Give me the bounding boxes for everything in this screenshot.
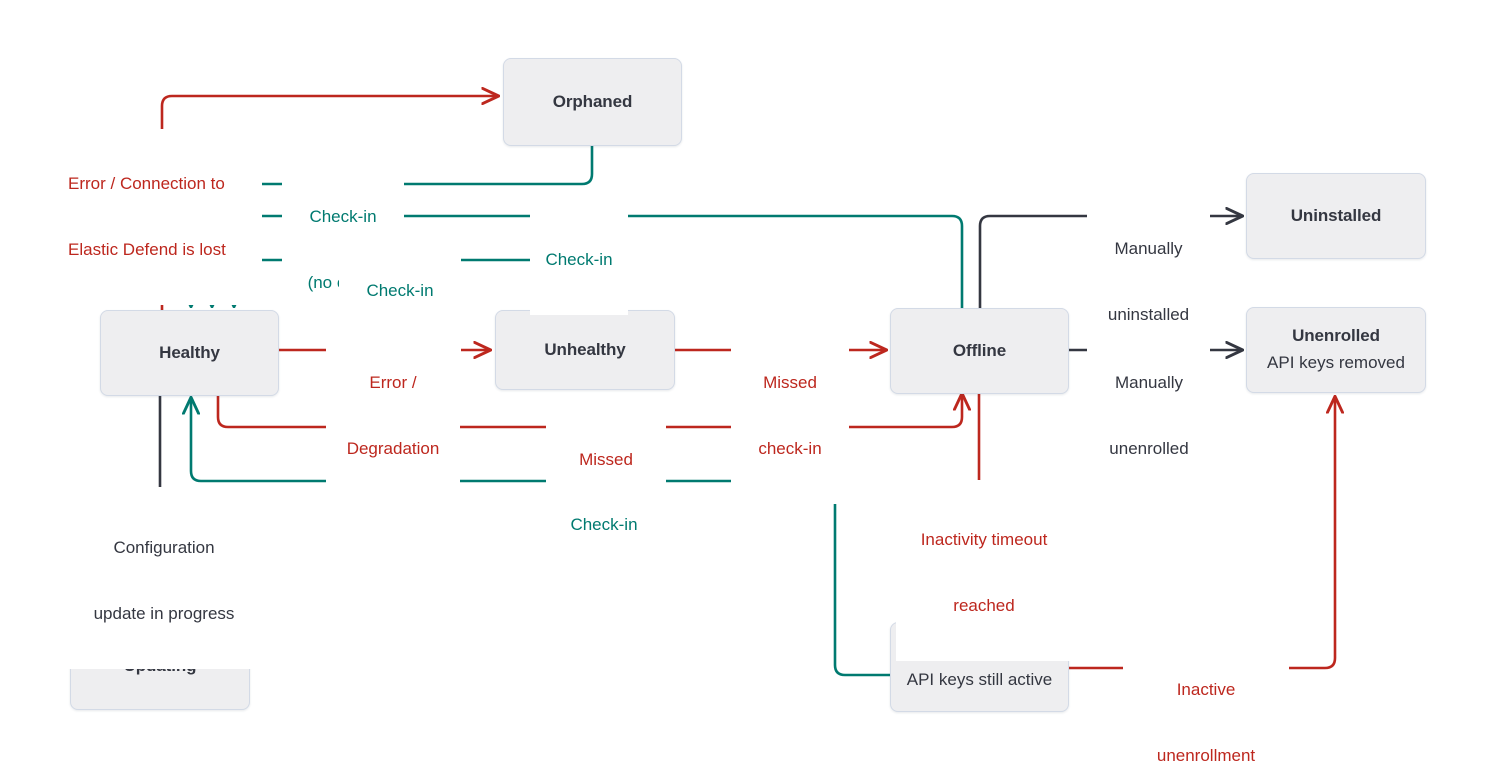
edge-label-offline-to-inactive: Inactivity timeout reached bbox=[896, 485, 1072, 661]
node-healthy[interactable]: Healthy bbox=[100, 310, 279, 396]
node-unenrolled[interactable]: Unenrolled API keys removed bbox=[1246, 307, 1426, 393]
node-orphaned[interactable]: Orphaned bbox=[503, 58, 682, 146]
node-uninstalled[interactable]: Uninstalled bbox=[1246, 173, 1426, 259]
edge-label-inactive-to-healthy: Check-in bbox=[555, 470, 653, 580]
edge-inactive-to-healthy-seg1 bbox=[648, 479, 890, 677]
edge-label-healthy-to-orphaned: Error / Connection to Elastic Defend is … bbox=[64, 129, 262, 305]
node-unhealthy[interactable]: Unhealthy bbox=[495, 310, 675, 390]
edge-label-offline-to-healthy: Check-in bbox=[530, 205, 628, 315]
edge-healthy-to-orphaned bbox=[160, 96, 498, 310]
edge-label-unhealthy-to-offline: Missed check-in bbox=[731, 328, 849, 504]
node-unenrolled-title: Unenrolled bbox=[1292, 325, 1380, 345]
node-healthy-title: Healthy bbox=[159, 342, 220, 362]
node-inactive-subtitle: API keys still active bbox=[906, 670, 1053, 690]
edge-label-inactive-to-unenrolled: Inactive unenrollment timeout reached bbox=[1123, 635, 1289, 769]
edge-offline-to-uninstalled-seg1 bbox=[978, 214, 1093, 310]
edge-label-healthy-to-unhealthy: Error / Degradation bbox=[326, 328, 460, 504]
edge-healthy-to-offline-seg1 bbox=[216, 394, 552, 429]
edge-label-offline-to-unenrolled: Manually unenrolled bbox=[1088, 328, 1210, 504]
edge-healthy-to-offline-seg2 bbox=[652, 394, 962, 429]
edge-label-healthy-to-updating: Configuration update in progress bbox=[60, 493, 268, 669]
node-orphaned-title: Orphaned bbox=[552, 91, 633, 111]
node-unhealthy-title: Unhealthy bbox=[544, 339, 626, 359]
node-offline-title: Offline bbox=[952, 340, 1007, 360]
node-uninstalled-title: Uninstalled bbox=[1290, 205, 1382, 225]
edge-inactive-to-healthy-seg2 bbox=[191, 398, 552, 483]
edge-inactive-to-unenrolled-seg2 bbox=[1272, 397, 1335, 670]
node-unenrolled-subtitle: API keys removed bbox=[1267, 353, 1405, 373]
node-offline[interactable]: Offline bbox=[890, 308, 1069, 394]
